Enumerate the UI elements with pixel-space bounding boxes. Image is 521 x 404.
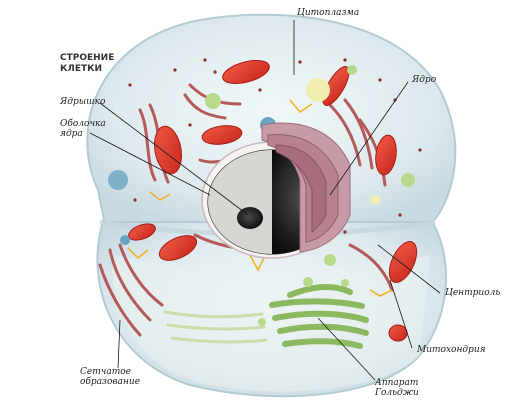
label-centriole: Центриоль — [445, 288, 500, 298]
diagram-title: СТРОЕНИЕ КЛЕТКИ — [60, 53, 114, 75]
title-line-2: КЛЕТКИ — [60, 64, 114, 75]
nucleolus — [237, 207, 263, 229]
er-line-2: образование — [80, 377, 140, 387]
golgi-line-2: Гольджи — [375, 388, 419, 398]
title-line-1: СТРОЕНИЕ — [60, 53, 114, 64]
envelope-line-2: ядра — [60, 129, 106, 139]
mitochondrion — [389, 325, 407, 341]
label-mitochondria: Митохондрия — [417, 345, 486, 355]
label-er: Сетчатое образование — [80, 367, 140, 387]
er-line-1: Сетчатое — [80, 367, 140, 377]
label-nucleolus: Ядрышко — [60, 97, 105, 107]
label-nuclear-envelope: Оболочка ядра — [60, 119, 106, 139]
envelope-line-1: Оболочка — [60, 119, 106, 129]
label-golgi: Аппарат Гольджи — [375, 378, 419, 398]
label-cytoplasm: Цитоплазма — [297, 8, 359, 18]
label-nucleus: Ядро — [412, 75, 436, 85]
golgi-line-1: Аппарат — [375, 378, 419, 388]
